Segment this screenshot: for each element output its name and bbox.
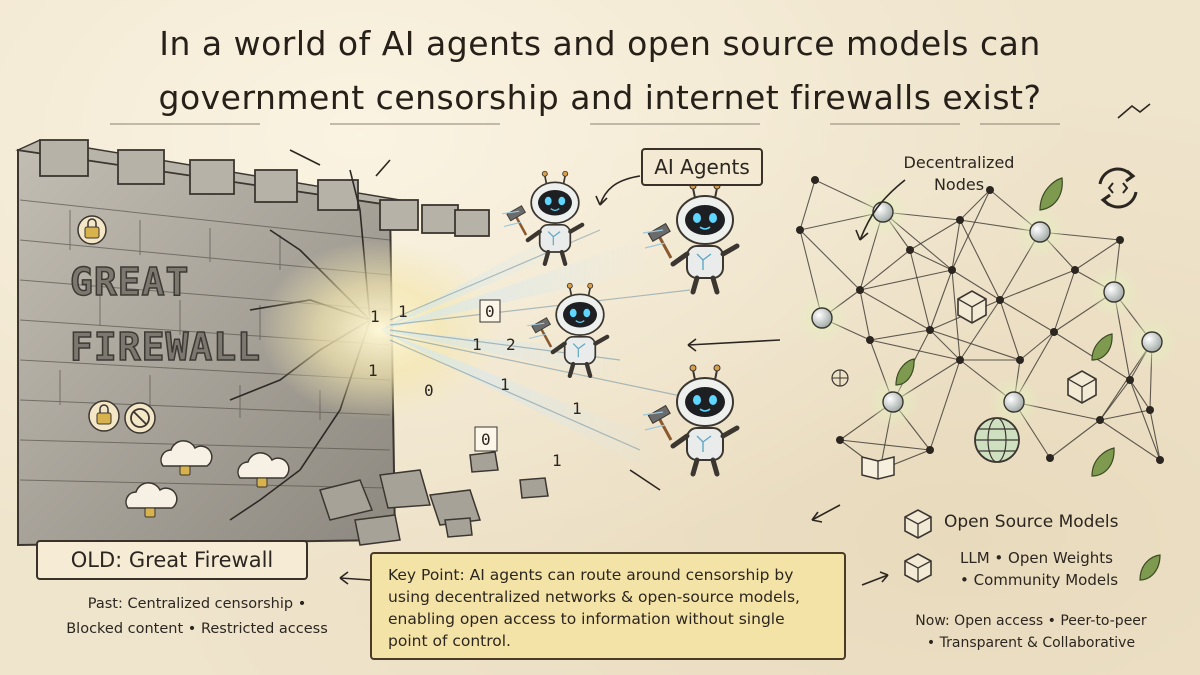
cube-icon bbox=[904, 553, 932, 583]
network-node-small bbox=[1156, 456, 1164, 464]
network-node-small bbox=[1126, 376, 1134, 384]
network-node-small bbox=[906, 246, 914, 254]
bit: 1 bbox=[552, 451, 562, 470]
old-great-firewall-label: OLD: Great Firewall bbox=[36, 540, 308, 580]
globe-icon bbox=[974, 417, 1020, 463]
hammer-icon bbox=[647, 404, 673, 441]
network-node-small bbox=[956, 216, 964, 224]
title-line-1: In a world of AI agents and open source … bbox=[159, 24, 1041, 63]
bit: 1 bbox=[500, 375, 510, 394]
leaf-icon bbox=[1039, 177, 1063, 211]
cube-icon bbox=[1067, 370, 1097, 404]
network-node-small bbox=[926, 326, 934, 334]
ai-agents-label: AI Agents bbox=[641, 148, 763, 186]
network-node-small bbox=[956, 356, 964, 364]
open-source-line-1: LLM • Open Weights bbox=[960, 549, 1113, 567]
cloud-lock-icon bbox=[237, 452, 290, 488]
bird-doodle bbox=[1117, 103, 1151, 119]
decentralized-label-line-1: Decentralized bbox=[903, 153, 1015, 172]
lock-icon bbox=[88, 400, 120, 432]
old-desc-line-1: Past: Centralized censorship • bbox=[87, 596, 307, 612]
now-line-2: • Transparent & Collaborative bbox=[926, 635, 1136, 651]
refresh-code-icon bbox=[1098, 167, 1138, 209]
sketch-arrows bbox=[289, 149, 906, 586]
ai-agent-robot bbox=[502, 170, 585, 267]
data-bits: 1 0 1 2 1 1 1 0 1 0 1 bbox=[368, 299, 582, 470]
blocked-icon bbox=[124, 402, 156, 434]
network-node-small bbox=[796, 226, 804, 234]
bit: 0 bbox=[485, 302, 495, 321]
network-node bbox=[882, 391, 904, 413]
open-source-models-title: Open Source Models bbox=[944, 512, 1119, 532]
open-source-models-detail: LLM • Open Weights • Community Models bbox=[960, 547, 1130, 591]
bit: 1 bbox=[572, 399, 582, 418]
lock-icon bbox=[77, 215, 107, 245]
now-description: Now: Open access • Peer-to-peer • Transp… bbox=[896, 610, 1166, 654]
cloud-lock-icon bbox=[160, 440, 213, 476]
network-node-small bbox=[811, 176, 819, 184]
leaf-icon bbox=[1091, 333, 1113, 361]
bit: 1 bbox=[368, 361, 378, 380]
open-source-line-2: • Community Models bbox=[960, 571, 1119, 589]
network-node bbox=[872, 201, 894, 223]
data-beams bbox=[380, 230, 660, 470]
hammer-icon bbox=[647, 222, 673, 259]
now-line-1: Now: Open access • Peer-to-peer bbox=[915, 613, 1147, 629]
globe-icon bbox=[831, 369, 849, 387]
title-line-2: government censorship and internet firew… bbox=[158, 78, 1042, 117]
ai-agent-robot bbox=[642, 364, 740, 477]
hammer-icon bbox=[506, 205, 528, 236]
cube-icon bbox=[957, 290, 987, 324]
network-node-small bbox=[1046, 454, 1054, 462]
decentralized-nodes-label: Decentralized Nodes bbox=[900, 152, 1018, 196]
bit: 1 bbox=[472, 335, 482, 354]
wall-text-firewall: FIREWALL bbox=[70, 325, 261, 369]
network-node-small bbox=[948, 266, 956, 274]
network-node-small bbox=[1016, 356, 1024, 364]
network-node-small bbox=[866, 336, 874, 344]
network-node-small bbox=[986, 186, 994, 194]
leaf-icon bbox=[1139, 554, 1161, 581]
leaf-icon bbox=[1091, 447, 1115, 477]
network-node-small bbox=[836, 436, 844, 444]
network-node bbox=[1029, 221, 1051, 243]
bit: 1 bbox=[398, 302, 408, 321]
cube-icon bbox=[904, 509, 932, 539]
ai-agent-robot bbox=[642, 182, 740, 295]
leaf-icon bbox=[895, 358, 915, 386]
bit: 1 bbox=[370, 307, 380, 326]
network-node bbox=[1141, 331, 1163, 353]
book-icon bbox=[861, 456, 895, 480]
bit: 0 bbox=[424, 381, 434, 400]
bit: 2 bbox=[506, 335, 516, 354]
network-node-small bbox=[1050, 328, 1058, 336]
network-node bbox=[811, 307, 833, 329]
network-node-small bbox=[926, 446, 934, 454]
network-node bbox=[1103, 281, 1125, 303]
bit: 0 bbox=[481, 430, 491, 449]
hammer-icon bbox=[531, 317, 553, 348]
network-node-small bbox=[996, 296, 1004, 304]
network-node bbox=[1003, 391, 1025, 413]
wall-text-great: GREAT bbox=[70, 260, 189, 304]
network-node-small bbox=[856, 286, 864, 294]
decentralized-network bbox=[796, 176, 1178, 474]
old-description: Past: Centralized censorship • Blocked c… bbox=[52, 592, 342, 642]
network-node-small bbox=[1096, 416, 1104, 424]
ai-agent-robot bbox=[527, 282, 610, 379]
old-desc-line-2: Blocked content • Restricted access bbox=[66, 621, 328, 637]
key-point-box: Key Point: AI agents can route around ce… bbox=[370, 552, 846, 660]
network-node-small bbox=[1071, 266, 1079, 274]
network-node-small bbox=[1146, 406, 1154, 414]
decentralized-label-line-2: Nodes bbox=[933, 175, 985, 194]
network-node-small bbox=[1116, 236, 1124, 244]
cloud-lock-icon bbox=[125, 482, 178, 518]
